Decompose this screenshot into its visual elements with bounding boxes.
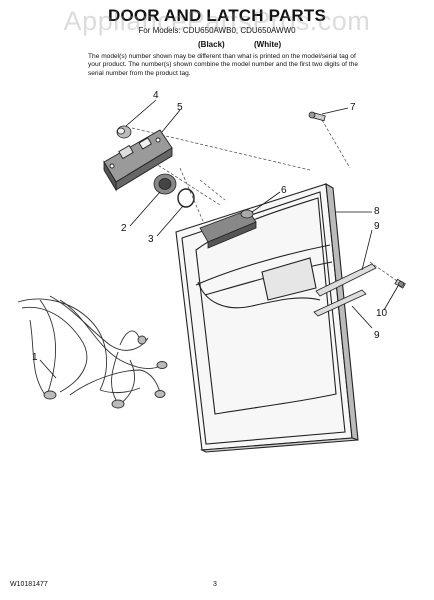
part-ring-3 [177,188,195,208]
callout-2: 2 [121,223,127,234]
model-note: The model(s) number shown may be differe… [88,53,358,77]
part-latch-5 [103,129,173,192]
callout-leaders [39,99,399,379]
callout-3: 3 [148,234,154,245]
callout-8: 8 [374,206,380,217]
part-bracket-9 [313,263,377,317]
part-door-panel-8 [175,182,359,453]
callout-7: 7 [350,102,356,113]
callout-4: 4 [153,90,159,101]
part-plug-4 [116,125,132,139]
document-number: W10181477 [10,581,48,588]
model-numbers: For Models: CDU650AWB0, CDU650AWW0 [138,26,296,35]
part-latch-insert-6 [199,209,257,249]
callout-9-upper: 9 [374,221,380,232]
part-dial-2 [153,173,177,195]
callout-1: 1 [32,352,38,363]
part-screw-10 [394,278,406,289]
color-label-black: (Black) [198,40,225,49]
callout-6: 6 [281,185,287,196]
color-label-white: (White) [254,40,282,49]
part-wire-harness-1 [17,295,168,409]
page-number: 3 [213,581,217,588]
callout-10: 10 [376,308,388,319]
part-screw-7 [308,111,326,122]
callout-9-lower: 9 [374,330,380,341]
page-title: DOOR AND LATCH PARTS [107,6,327,25]
callout-5: 5 [177,102,183,113]
